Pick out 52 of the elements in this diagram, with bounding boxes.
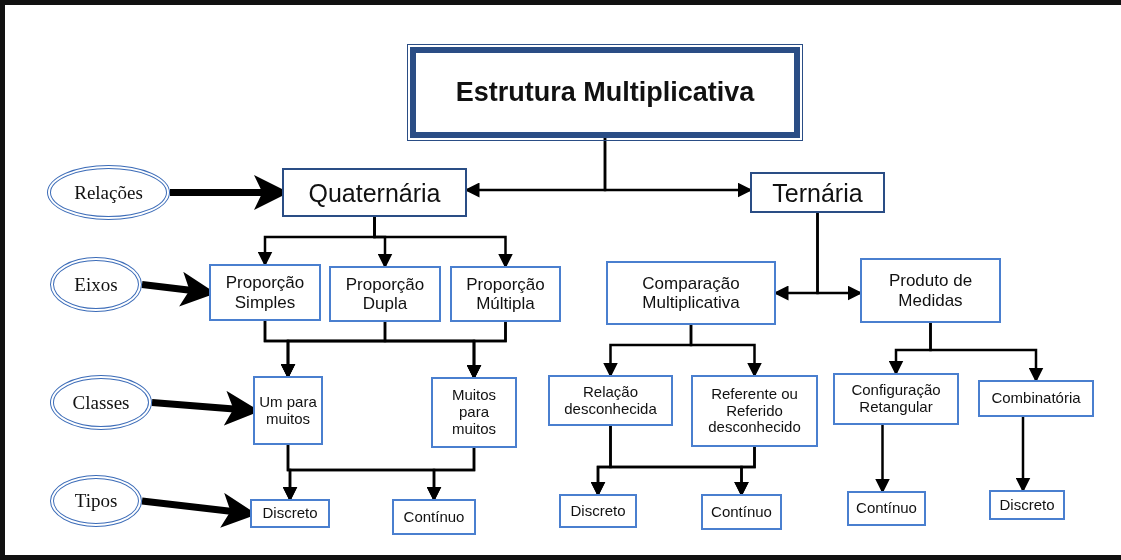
box-label: Combinatória [990, 390, 1082, 407]
box-label: Estrutura Multiplicativa [454, 77, 756, 108]
box-label: Referente ou Referido desconhecido [707, 385, 802, 437]
concept-box [833, 373, 959, 425]
box-label: Contínuo [402, 508, 466, 526]
concept-box [847, 491, 926, 526]
concept-box [282, 168, 467, 217]
concept-box [860, 258, 1001, 323]
box-label: Configuração Retangular [850, 382, 942, 416]
concept-box [691, 375, 818, 447]
concept-box [209, 264, 321, 321]
arrow [466, 322, 507, 380]
concept-box [250, 499, 330, 528]
box-label: Discreto [998, 496, 1056, 514]
box-label: Tipos [73, 490, 119, 512]
concept-box [750, 172, 885, 213]
box-label: Um para muitos [258, 393, 318, 428]
concept-box [253, 376, 323, 445]
concept-box [392, 499, 476, 535]
title-box [410, 47, 800, 138]
concept-box [548, 375, 673, 426]
box-label: Proporção Simples [224, 273, 306, 312]
concept-box [559, 494, 637, 528]
arrow [929, 323, 1044, 383]
box-label: Muitos para muitos [450, 387, 498, 438]
box-label: Proporção Múltipla [465, 274, 546, 314]
box-label: Proporção Dupla [344, 274, 426, 314]
box-label: Quaternária [307, 178, 442, 207]
concept-box [978, 380, 1094, 417]
box-label: Ternária [771, 178, 864, 207]
arrow [875, 425, 890, 494]
arrow [1015, 417, 1031, 493]
arrow [689, 325, 762, 378]
concept-box [606, 261, 776, 325]
box-label: Classes [71, 391, 131, 414]
concept-box [989, 490, 1065, 520]
box-label: Relação desconhecida [563, 383, 658, 418]
arrow [426, 448, 476, 502]
box-label: Relações [73, 181, 144, 204]
concept-box [431, 377, 517, 448]
box-label: Eixos [73, 273, 119, 296]
arrow [734, 447, 756, 497]
box-label: Discreto [261, 505, 319, 522]
concept-box [701, 494, 782, 530]
concept-box [329, 266, 441, 322]
box-label: Contínuo [855, 500, 918, 517]
arrow [373, 217, 513, 269]
concept-box [450, 266, 561, 322]
box-label: Produto de Medidas [887, 271, 974, 310]
box-label: Contínuo [710, 503, 773, 521]
box-label: Comparação Multiplicativa [641, 273, 741, 313]
box-label: Discreto [569, 502, 627, 520]
